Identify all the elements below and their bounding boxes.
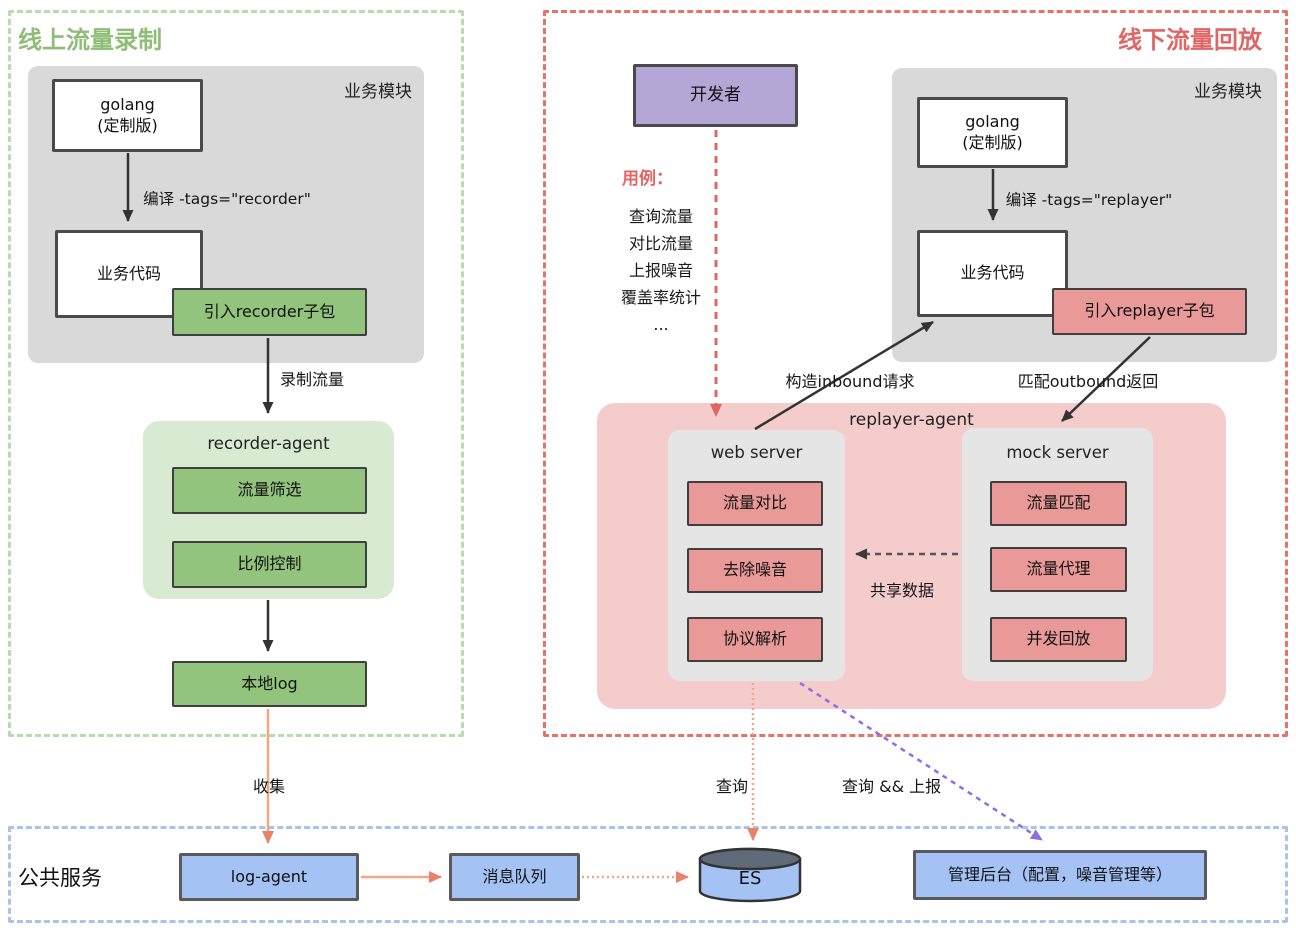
usecase-list: 查询流量 对比流量 上报噪音 覆盖率统计 ... [600, 203, 722, 338]
replay-golang-label: golang [965, 111, 1020, 131]
record-section-title: 线上流量录制 [18, 26, 162, 54]
record-golang-box: golang (定制版) [52, 79, 203, 152]
record-module-label: 业务模块 [344, 82, 412, 102]
admin-console-box: 管理后台（配置，噪音管理等） [913, 850, 1207, 900]
record-import-package-box: 引入recorder子包 [172, 288, 367, 336]
record-item-ratio-control: 比例控制 [172, 541, 367, 588]
developer-box: 开发者 [633, 64, 798, 127]
recorder-agent-title: recorder-agent [207, 434, 330, 453]
replay-import-package-box: 引入replayer子包 [1052, 288, 1247, 335]
es-database-cylinder: ES [697, 846, 803, 904]
replay-golang-sublabel: (定制版) [962, 132, 1023, 152]
webserver-item-traffic-compare: 流量对比 [687, 481, 823, 526]
public-services-section-border [8, 826, 1288, 923]
usecase-item: ... [653, 315, 669, 334]
usecase-item: 对比流量 [628, 234, 693, 253]
log-agent-box: log-agent [179, 853, 359, 901]
record-compile-label: 编译 -tags="recorder" [143, 190, 311, 208]
mockserver-item-traffic-match: 流量匹配 [990, 481, 1127, 526]
usecase-item: 覆盖率统计 [620, 288, 701, 307]
mock-server-title: mock server [1006, 443, 1109, 462]
outbound-match-label: 匹配outbound返回 [1017, 372, 1159, 391]
collect-label: 收集 [252, 777, 285, 796]
usecase-title: 用例： [622, 169, 673, 189]
replay-compile-label: 编译 -tags="replayer" [1005, 191, 1173, 209]
replay-module-label: 业务模块 [1194, 82, 1262, 102]
message-queue-box: 消息队列 [449, 853, 580, 901]
usecase-item: 上报噪音 [628, 261, 693, 280]
es-label: ES [738, 868, 762, 889]
record-golang-label: golang [100, 94, 155, 114]
replay-code-box: 业务代码 [917, 230, 1068, 317]
replay-section-title: 线下流量回放 [1118, 26, 1262, 54]
mockserver-item-traffic-proxy: 流量代理 [990, 547, 1127, 592]
mockserver-item-concurrent-replay: 并发回放 [990, 617, 1127, 662]
public-services-title: 公共服务 [18, 866, 102, 890]
inbound-request-label: 构造inbound请求 [785, 372, 915, 391]
record-local-log-box: 本地log [172, 661, 367, 707]
record-golang-sublabel: (定制版) [97, 115, 158, 135]
query-report-label: 查询 && 上报 [842, 777, 942, 796]
replayer-agent-title: replayer-agent [849, 410, 974, 430]
replay-golang-box: golang (定制版) [917, 97, 1068, 168]
record-item-traffic-filter: 流量筛选 [172, 467, 367, 514]
webserver-item-protocol-parse: 协议解析 [687, 617, 823, 662]
webserver-item-denoise: 去除噪音 [687, 548, 823, 593]
online-record-section-border [8, 10, 464, 737]
usecase-item: 查询流量 [628, 207, 693, 226]
database-cylinder-icon [698, 847, 802, 903]
record-flow-label: 录制流量 [280, 370, 345, 389]
query-label: 查询 [715, 777, 748, 796]
web-server-title: web server [710, 443, 803, 462]
shared-data-label: 共享数据 [869, 581, 934, 600]
record-code-box: 业务代码 [55, 230, 203, 318]
